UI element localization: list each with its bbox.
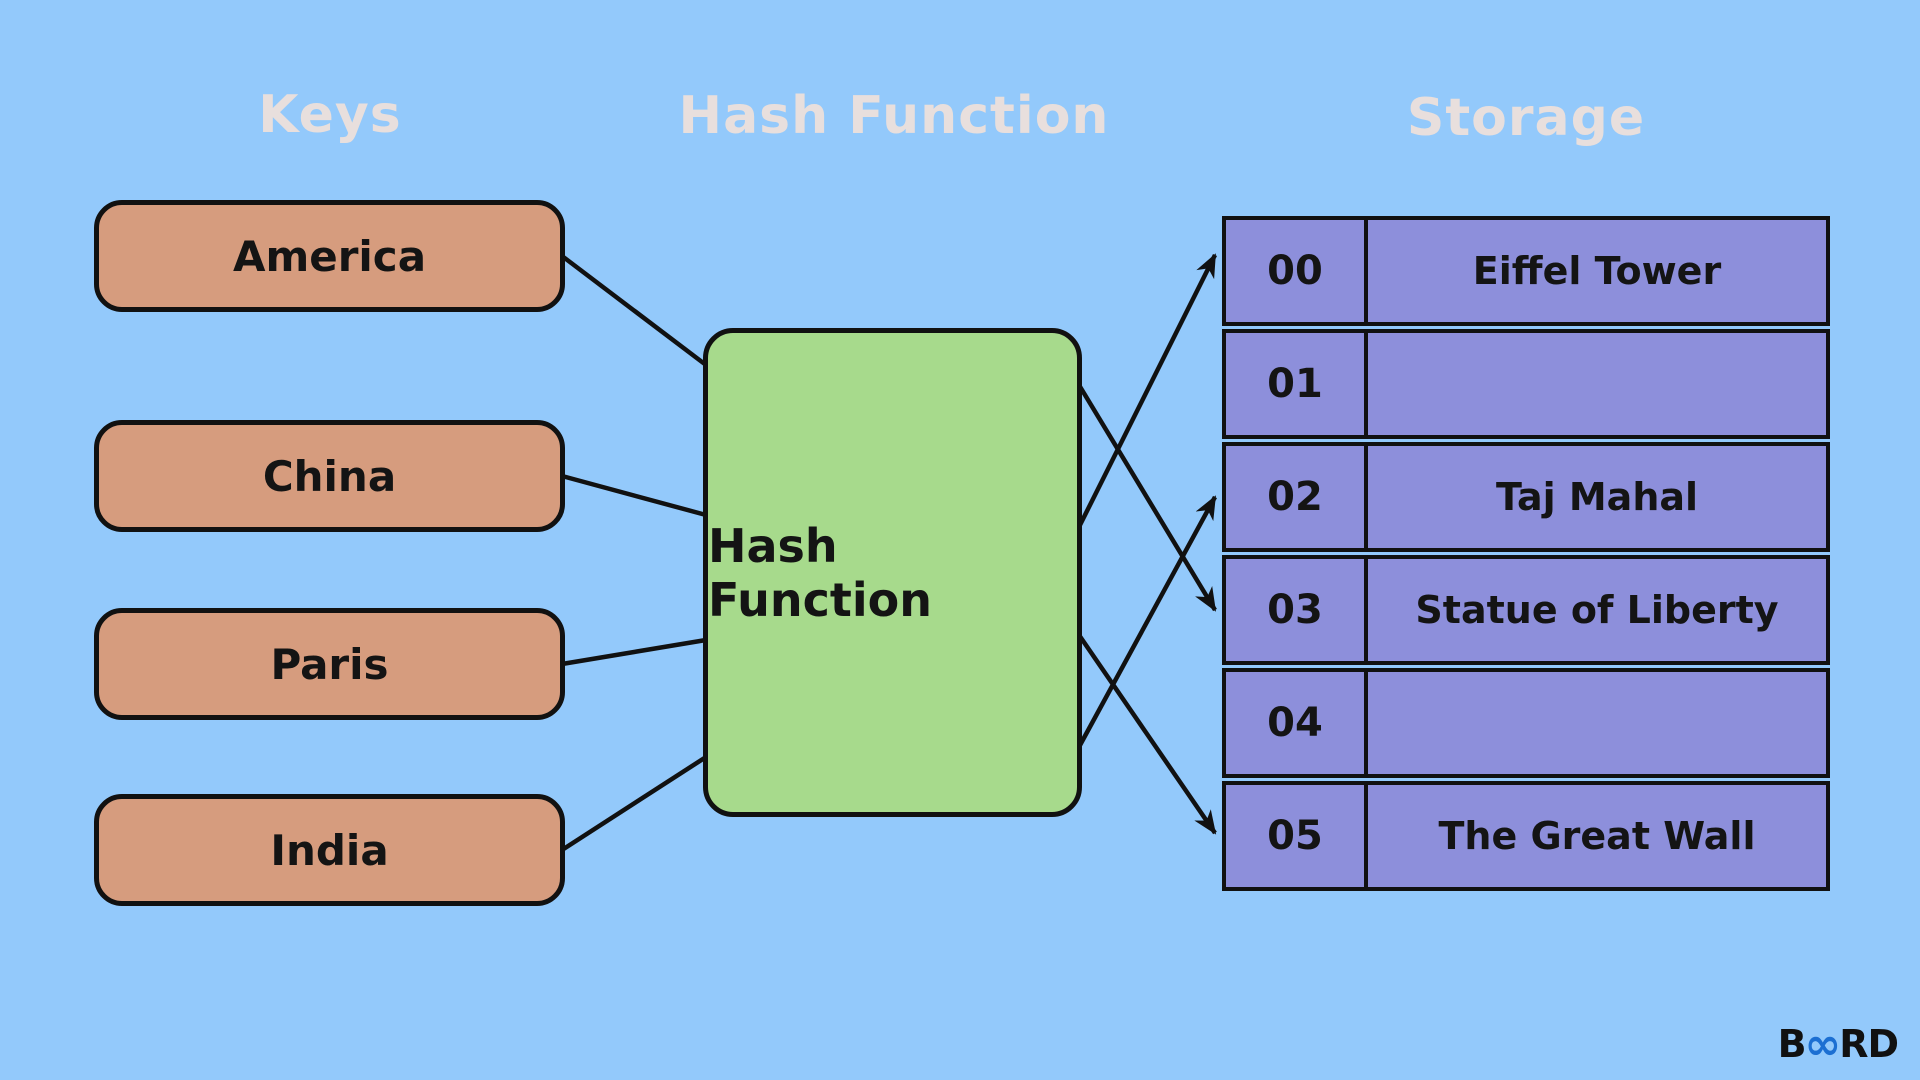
hash-function-label: Hash Function <box>708 518 933 627</box>
key-label: China <box>262 451 397 501</box>
line-paris-to-hash <box>561 637 707 667</box>
line-india-to-hash <box>560 755 708 852</box>
storage-value-cell <box>1368 668 1830 778</box>
storage-row-01: 01 <box>1222 329 1830 439</box>
key-label: India <box>270 825 389 875</box>
board-infinity-logo: B ∞ RD <box>1777 1019 1899 1070</box>
storage-index-cell: 01 <box>1222 329 1368 439</box>
arrow-hash-to-slot-00 <box>1076 253 1218 529</box>
keys-column-header: Keys <box>258 85 402 145</box>
storage-column-header: Storage <box>1406 88 1646 148</box>
storage-index-cell: 05 <box>1222 781 1368 891</box>
key-box-paris: Paris <box>94 608 565 720</box>
key-label: America <box>232 231 427 281</box>
logo-text-rd: RD <box>1839 1022 1899 1066</box>
storage-value-cell <box>1368 329 1830 439</box>
storage-value-cell: The Great Wall <box>1368 781 1830 891</box>
key-box-america: America <box>94 200 565 312</box>
key-box-china: China <box>94 420 565 532</box>
storage-value-cell: Eiffel Tower <box>1368 216 1830 326</box>
key-label: Paris <box>270 639 389 689</box>
key-box-india: India <box>94 794 565 906</box>
storage-index-cell: 02 <box>1222 442 1368 552</box>
logo-text-b: B <box>1777 1022 1807 1066</box>
storage-index-cell: 00 <box>1222 216 1368 326</box>
line-china-to-hash <box>561 473 707 518</box>
hash-function-box: Hash Function <box>703 328 1082 817</box>
line-america-to-hash <box>560 254 708 367</box>
hash-function-column-header: Hash Function <box>678 86 1110 146</box>
arrow-hash-to-slot-05 <box>1077 633 1217 835</box>
storage-value-cell: Statue of Liberty <box>1368 555 1830 665</box>
arrow-hash-to-slot-03 <box>1077 383 1217 612</box>
storage-row-04: 04 <box>1222 668 1830 778</box>
storage-index-cell: 03 <box>1222 555 1368 665</box>
storage-value-cell: Taj Mahal <box>1368 442 1830 552</box>
arrow-hash-to-slot-02 <box>1077 495 1217 749</box>
storage-index-cell: 04 <box>1222 668 1368 778</box>
